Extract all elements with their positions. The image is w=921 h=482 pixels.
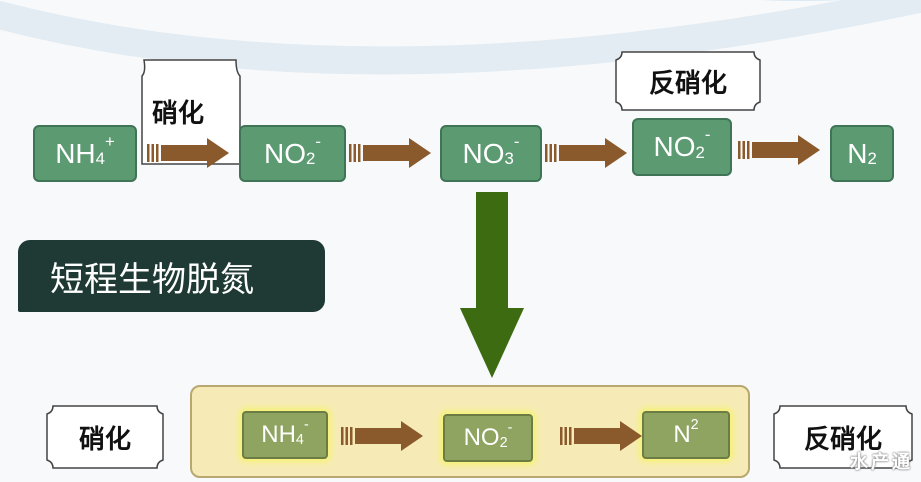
down-arrow-icon	[460, 192, 524, 378]
bottom-arrow-ammonium-to-nitrite	[341, 421, 423, 451]
shortcut-nitrogen-removal-banner: 短程生物脱氮	[18, 240, 325, 312]
denitrification-bottom-card-shape	[773, 405, 913, 469]
watermark-text: 水产通	[850, 452, 913, 473]
nitrification-label-bottom: 硝化	[78, 424, 131, 455]
arrow-nitrite-to-nitrogen	[738, 135, 820, 165]
denitrification-label-top: 反硝化	[648, 68, 727, 99]
nitrification-label-top: 硝化	[151, 99, 204, 129]
arrow-nitrate-to-nitrite	[545, 138, 627, 168]
nitrification-bottom-card-shape	[46, 405, 164, 469]
arrow-nitrite-to-nitrate	[349, 138, 431, 168]
bottom-arrow-nitrite-to-nitrogen	[560, 421, 642, 451]
arrow-ammonium-to-nitrite	[147, 138, 229, 168]
denitrification-label-bottom: 反硝化	[803, 424, 882, 455]
denitrification-card-shape	[615, 51, 761, 111]
